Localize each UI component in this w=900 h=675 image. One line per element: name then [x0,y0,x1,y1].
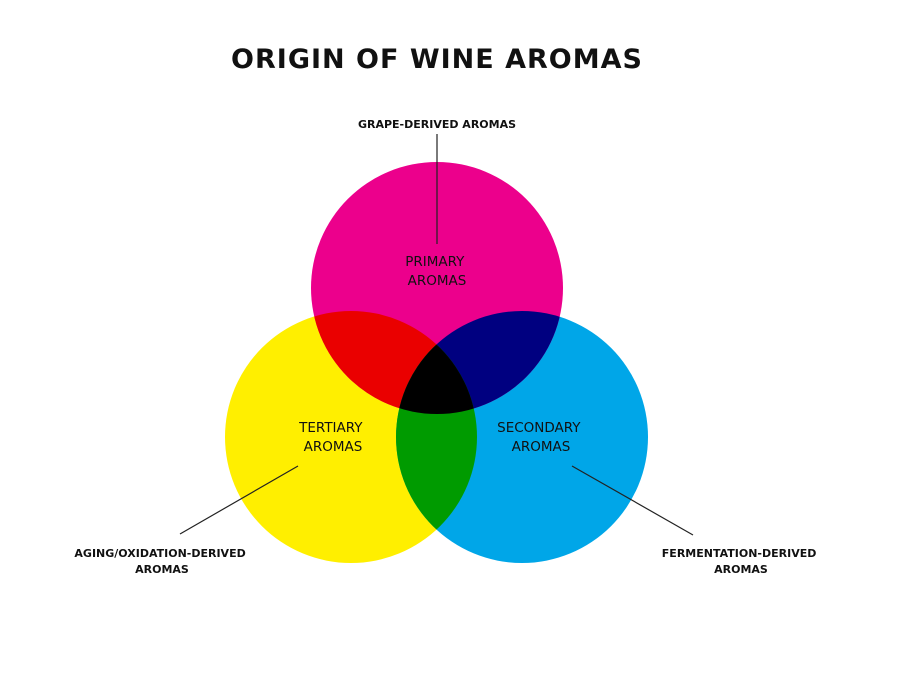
primary-label-line1: PRIMARY [405,254,465,270]
tertiary-label-line1: TERTIARY [298,420,363,436]
fermentation-callout-line1: FERMENTATION-DERIVED [662,547,817,560]
fermentation-callout-line2: AROMAS [714,563,768,576]
secondary-label: SECONDARY AROMAS [497,420,585,455]
grape-callout: GRAPE-DERIVED AROMAS [358,118,516,131]
aging-callout-line2: AROMAS [135,563,189,576]
secondary-label-line1: SECONDARY [497,420,581,436]
primary-label: PRIMARY AROMAS [405,254,468,289]
tertiary-label-line2: AROMAS [304,439,363,455]
grape-callout-line1: GRAPE-DERIVED AROMAS [358,118,516,131]
aging-callout-line1: AGING/OXIDATION-DERIVED [74,547,245,560]
primary-label-line2: AROMAS [408,273,467,289]
secondary-label-line2: AROMAS [512,439,571,455]
fermentation-leader-line [571,465,694,536]
aging-leader-line [179,465,299,535]
tertiary-label: TERTIARY AROMAS [298,420,367,455]
diagram-title: ORIGIN OF WINE AROMAS [231,44,643,75]
fermentation-callout: FERMENTATION-DERIVED AROMAS [662,547,820,576]
aging-callout: AGING/OXIDATION-DERIVED AROMAS [74,547,249,576]
